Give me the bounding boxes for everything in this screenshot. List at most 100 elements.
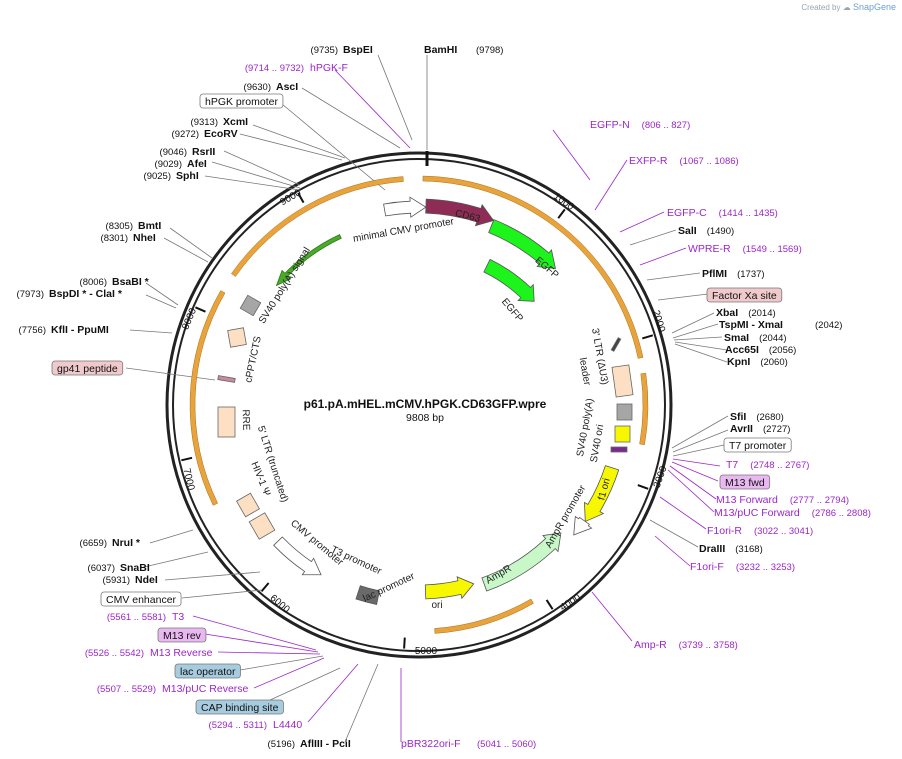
leader-line [334, 69, 411, 149]
site-xbai: XbaI [716, 307, 738, 319]
leader-line [253, 657, 325, 689]
rre-box[interactable] [217, 406, 236, 438]
cmv-promoter-feature[interactable] [273, 536, 322, 576]
site-bsabi: BsaBI * [112, 276, 150, 288]
sv40-polya-box[interactable] [616, 403, 633, 421]
leader-line [204, 633, 319, 653]
primer-t7: T7 [726, 459, 738, 471]
site-rsrii: RsrII [192, 146, 215, 158]
site-tspmi-xmai: TspMI - XmaI [719, 319, 783, 331]
site-position: (9046) [160, 147, 187, 158]
feature-label-sv40-ori: SV40 ori [589, 424, 606, 464]
ampr-promoter-feature[interactable] [573, 515, 593, 536]
box-label-cmv-enhancer[interactable]: CMV enhancer [100, 591, 182, 607]
cppt-box[interactable] [227, 327, 247, 348]
leader-line [239, 133, 343, 161]
site-bmti: BmtI [138, 220, 161, 232]
lac-t3-cluster[interactable] [355, 585, 380, 606]
primer-position: (3232 .. 3253) [736, 562, 795, 573]
orange-arc-ampr[interactable] [434, 598, 534, 634]
leader-line [149, 529, 194, 544]
leader-line [139, 551, 209, 569]
sv40-polya-signal-box[interactable] [239, 294, 262, 317]
primer-position: (3022 .. 3041) [754, 526, 813, 537]
scale-tick-5000 [403, 637, 406, 649]
feature-label-minimal-cmv: minimal CMV promoter [352, 216, 455, 245]
primer-position: (5526 .. 5542) [85, 648, 144, 659]
leader-line [671, 415, 729, 449]
box-label-cap-binding-site[interactable]: CAP binding site [195, 699, 284, 715]
scale-tick-4000 [545, 599, 554, 610]
primer-m13-reverse: M13 Reverse [150, 647, 213, 659]
orange-arc-3ltr[interactable] [639, 372, 649, 446]
sv40-polya-signal-arrow[interactable] [275, 234, 342, 287]
primer-position: (2748 .. 2767) [750, 460, 809, 471]
leader-line [145, 294, 177, 309]
ltr-marker[interactable] [610, 337, 622, 352]
box-label-m13-fwd[interactable]: M13 fwd [719, 474, 771, 490]
site-asci: AscI [276, 81, 298, 93]
leader-line [629, 229, 677, 246]
primer-position: (1549 .. 1569) [743, 244, 802, 255]
scale-tick-8000 [195, 306, 206, 313]
egfp-feature-1[interactable] [488, 219, 556, 269]
box-label-text: M13 fwd [725, 477, 765, 489]
ori-feature[interactable] [424, 576, 475, 600]
leader-line [204, 175, 301, 191]
cd63-feature[interactable] [425, 198, 495, 227]
site-position: (7973) [17, 289, 44, 300]
sv40-ori-box[interactable] [614, 425, 631, 443]
site-sali: SalI [678, 225, 697, 237]
site-avrii: AvrII [730, 423, 753, 435]
primer-position: (1067 .. 1086) [680, 156, 739, 167]
scale-tick-label: 3000 [652, 464, 670, 489]
minimal-cmv-promoter-feature[interactable] [383, 196, 427, 218]
site-position: (5196) [268, 739, 295, 750]
site-kpni: KpnI [727, 356, 750, 368]
leader-line [657, 293, 709, 301]
box-label-hpgk-promoter[interactable]: hPGK promoter [199, 93, 284, 109]
primer-position: (5041 .. 5060) [477, 739, 536, 750]
hiv-psi-box[interactable] [236, 492, 260, 518]
site-position: (3168) [735, 544, 762, 555]
ampr-feature[interactable] [481, 532, 562, 592]
orange-arc-hpgk[interactable] [231, 176, 404, 277]
snapgene-credit: Created by ☁ SnapGene [801, 2, 896, 12]
leader-line [211, 161, 301, 189]
egfp-feature-2[interactable] [483, 258, 535, 302]
box-label-t7-promoter[interactable]: T7 promoter [723, 437, 792, 453]
primer-amp-r: Amp-R [634, 639, 667, 651]
scale-tick-3000 [637, 484, 649, 490]
primer-f1ori-r: F1ori-R [707, 525, 742, 537]
site-snabi: SnaBI [120, 562, 150, 574]
box-label-lac-operator[interactable]: lac operator [174, 663, 241, 679]
gp41-box[interactable] [217, 375, 236, 383]
box-label-gp41-peptide[interactable]: gp41 peptide [51, 360, 124, 376]
f1-ori-feature[interactable] [584, 465, 620, 523]
site-position: (6037) [88, 563, 115, 574]
orange-arc-lentiviral[interactable] [189, 290, 226, 506]
scale-tick-label: 8000 [180, 306, 199, 331]
scale-tick-1000 [557, 208, 566, 219]
scale-tick-9000 [297, 192, 305, 204]
site-position: (9272) [172, 129, 199, 140]
leader-box[interactable] [611, 364, 634, 398]
leader-line [659, 496, 707, 530]
box-label-factor-xa-site[interactable]: Factor Xa site [706, 287, 783, 303]
site-position: (8301) [101, 233, 128, 244]
sv40-ori-marker[interactable] [610, 446, 628, 453]
site-position: (8305) [106, 221, 133, 232]
leader-line [673, 336, 723, 341]
leader-line [672, 444, 725, 457]
site-position: (9798) [476, 45, 503, 56]
ltr5-box[interactable] [248, 512, 276, 540]
feature-label-ampr-promoter: AmpR promoter [543, 483, 588, 550]
leader-lines [125, 54, 729, 743]
primer-l4440: L4440 [273, 719, 302, 731]
box-label-m13-rev[interactable]: M13 rev [157, 627, 207, 643]
primer-egfp-n: EGFP-N [590, 119, 630, 131]
site-position: (2042) [815, 320, 842, 331]
orange-arc-wpre[interactable] [422, 175, 644, 359]
site-position: (2680) [756, 412, 783, 423]
feature-label-lac-promoter: lac promoter [361, 571, 417, 605]
